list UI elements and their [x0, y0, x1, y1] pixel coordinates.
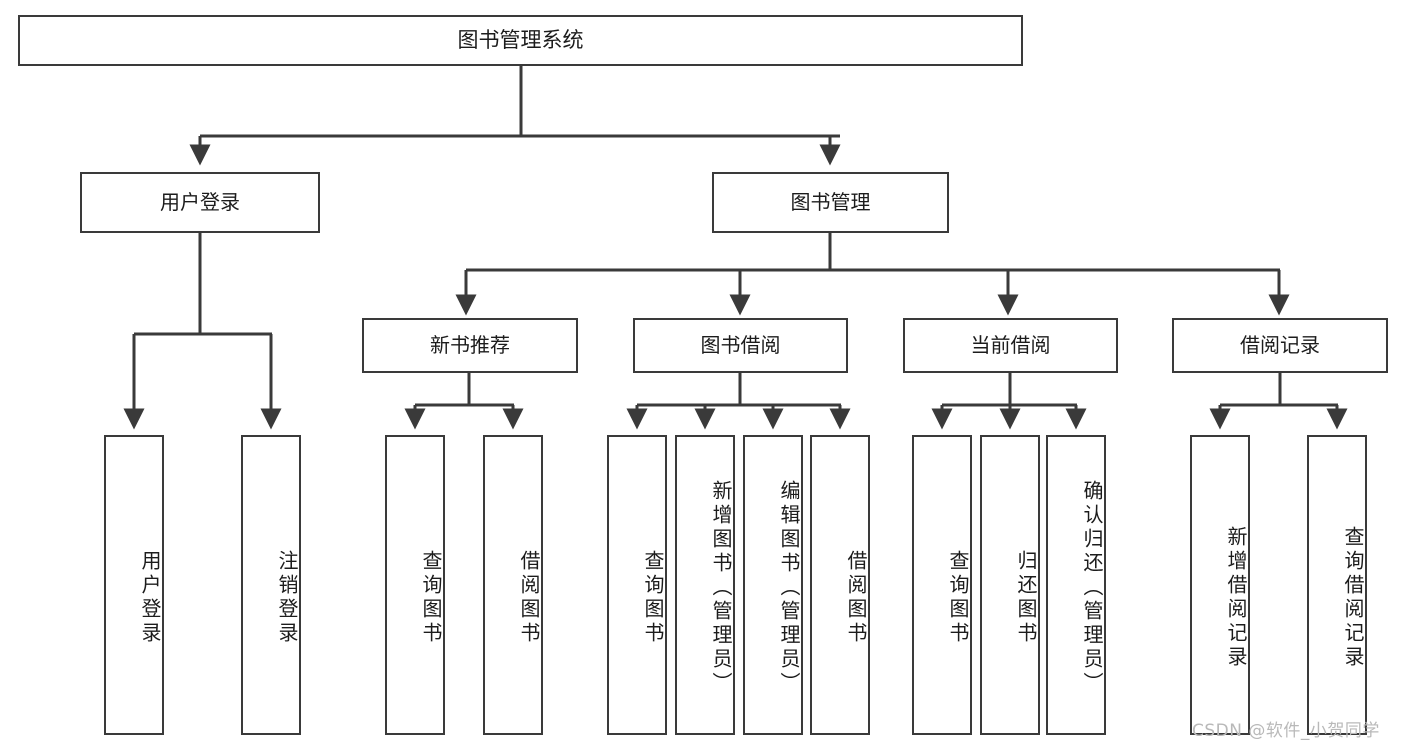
leaf-logout-label: 注销登录 [275, 550, 299, 646]
leaf-confirm-return[interactable]: 确认归还（管理员） [1046, 435, 1106, 735]
node-root[interactable]: 图书管理系统 [18, 15, 1023, 66]
leaf-edit-book[interactable]: 编辑图书（管理员） [743, 435, 803, 735]
node-new-book-recommend[interactable]: 新书推荐 [362, 318, 578, 373]
node-user-login-label: 用户登录 [160, 189, 240, 214]
node-borrow-record-label: 借阅记录 [1240, 332, 1320, 357]
watermark: CSDN @软件_小贺同学 [1192, 721, 1380, 741]
leaf-confirm-return-label: 确认归还（管理员） [1080, 480, 1104, 696]
node-book-borrow[interactable]: 图书借阅 [633, 318, 848, 373]
leaf-user-login-label: 用户登录 [138, 550, 162, 646]
leaf-query-book-2-label: 查询图书 [641, 550, 665, 646]
leaf-user-login[interactable]: 用户登录 [104, 435, 164, 735]
node-current-borrow[interactable]: 当前借阅 [903, 318, 1118, 373]
leaf-logout[interactable]: 注销登录 [241, 435, 301, 735]
leaf-borrow-book-2[interactable]: 借阅图书 [810, 435, 870, 735]
leaf-return-book-label: 归还图书 [1014, 550, 1038, 646]
leaf-query-book-3-label: 查询图书 [946, 550, 970, 646]
node-user-login[interactable]: 用户登录 [80, 172, 320, 233]
leaf-edit-book-label: 编辑图书（管理员） [777, 480, 801, 696]
node-book-manage[interactable]: 图书管理 [712, 172, 949, 233]
node-book-borrow-label: 图书借阅 [700, 332, 781, 357]
leaf-borrow-book-2-label: 借阅图书 [844, 550, 868, 646]
leaf-add-record[interactable]: 新增借阅记录 [1190, 435, 1250, 735]
node-new-book-recommend-label: 新书推荐 [430, 332, 510, 357]
leaf-add-record-label: 新增借阅记录 [1224, 526, 1248, 670]
leaf-query-book-3[interactable]: 查询图书 [912, 435, 972, 735]
leaf-return-book[interactable]: 归还图书 [980, 435, 1040, 735]
leaf-query-book-1[interactable]: 查询图书 [385, 435, 445, 735]
node-current-borrow-label: 当前借阅 [970, 332, 1051, 357]
leaf-query-book-2[interactable]: 查询图书 [607, 435, 667, 735]
leaf-borrow-book-1-label: 借阅图书 [517, 550, 541, 646]
leaf-add-book[interactable]: 新增图书（管理员） [675, 435, 735, 735]
leaf-borrow-book-1[interactable]: 借阅图书 [483, 435, 543, 735]
leaf-query-record-label: 查询借阅记录 [1341, 526, 1365, 670]
leaf-add-book-label: 新增图书（管理员） [709, 480, 733, 696]
node-borrow-record[interactable]: 借阅记录 [1172, 318, 1388, 373]
leaf-query-book-1-label: 查询图书 [419, 550, 443, 646]
leaf-query-record[interactable]: 查询借阅记录 [1307, 435, 1367, 735]
node-book-manage-label: 图书管理 [790, 189, 871, 214]
node-root-label: 图书管理系统 [457, 28, 584, 53]
